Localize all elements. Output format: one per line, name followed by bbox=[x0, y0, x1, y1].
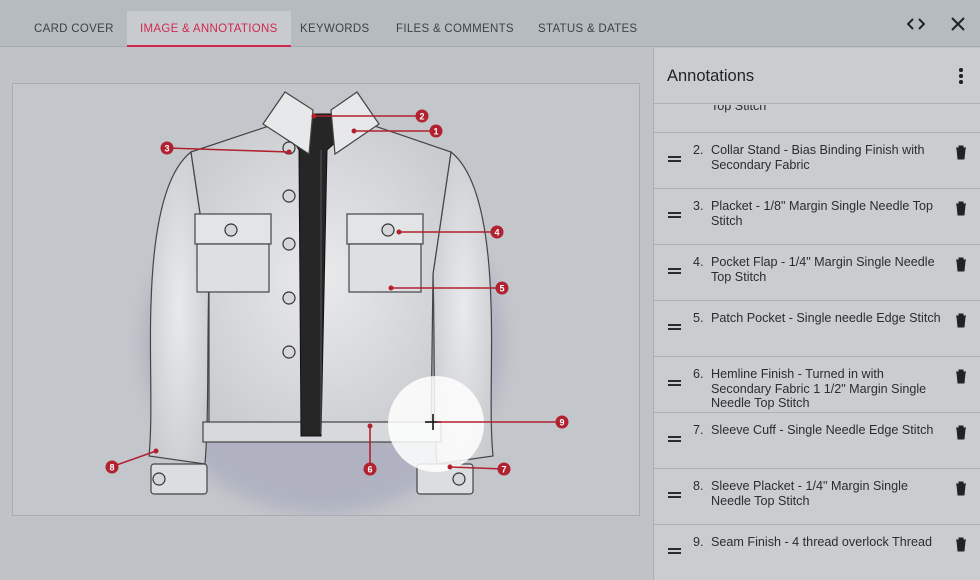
item-text: Sleeve Cuff - Single Needle Edge Stitch bbox=[711, 423, 934, 437]
marker-1[interactable]: 1 bbox=[429, 124, 443, 138]
svg-text:4: 4 bbox=[494, 228, 499, 238]
item-number: 7. bbox=[693, 423, 704, 437]
list-item[interactable]: 4. Pocket Flap - 1/4" Margin Single Need… bbox=[654, 245, 980, 301]
svg-text:9: 9 bbox=[559, 418, 564, 428]
drag-handle-icon[interactable] bbox=[668, 324, 681, 331]
drag-handle-icon[interactable] bbox=[668, 268, 681, 275]
drag-handle-icon[interactable] bbox=[668, 436, 681, 443]
svg-text:2: 2 bbox=[419, 112, 424, 122]
tab-keywords[interactable]: KEYWORDS bbox=[300, 23, 370, 35]
jacket-drawing: 1 2 3 4 5 6 7 8 9 bbox=[105, 91, 569, 514]
list-item[interactable]: 2. Collar Stand - Bias Binding Finish wi… bbox=[654, 133, 980, 189]
marker-6[interactable]: 6 bbox=[363, 462, 377, 476]
item-number: 3. bbox=[693, 199, 704, 213]
item-number: 4. bbox=[693, 255, 704, 269]
item-number: 5. bbox=[693, 311, 704, 325]
marker-2[interactable]: 2 bbox=[415, 109, 429, 123]
delete-icon[interactable] bbox=[955, 257, 967, 272]
marker-5[interactable]: 5 bbox=[495, 281, 509, 295]
tab-bar: CARD COVER IMAGE & ANNOTATIONS KEYWORDS … bbox=[0, 0, 980, 47]
delete-icon[interactable] bbox=[955, 369, 967, 384]
tab-card-cover[interactable]: CARD COVER bbox=[34, 23, 114, 35]
delete-icon[interactable] bbox=[955, 481, 967, 496]
annotation-list[interactable]: Top Stitch 2. Collar Stand - Bias Bindin… bbox=[654, 105, 980, 580]
marker-3[interactable]: 3 bbox=[160, 141, 174, 155]
partial-list-item: Top Stitch bbox=[711, 105, 767, 113]
item-number: 2. bbox=[693, 143, 704, 157]
svg-text:7: 7 bbox=[501, 465, 506, 475]
delete-icon[interactable] bbox=[955, 425, 967, 440]
tab-status-dates[interactable]: STATUS & DATES bbox=[538, 23, 638, 35]
delete-icon[interactable] bbox=[955, 313, 967, 328]
list-item[interactable]: 8. Sleeve Placket - 1/4" Margin Single N… bbox=[654, 469, 980, 525]
list-item[interactable]: 6. Hemline Finish - Turned in with Secon… bbox=[654, 357, 980, 413]
svg-text:1: 1 bbox=[433, 127, 438, 137]
more-vert-icon[interactable] bbox=[951, 65, 971, 87]
code-brackets-icon[interactable] bbox=[904, 12, 928, 36]
svg-text:8: 8 bbox=[109, 463, 114, 473]
delete-icon[interactable] bbox=[955, 537, 967, 552]
list-item[interactable]: 5. Patch Pocket - Single needle Edge Sti… bbox=[654, 301, 980, 357]
marker-7[interactable]: 7 bbox=[497, 462, 511, 476]
list-item[interactable]: 9. Seam Finish - 4 thread overlock Threa… bbox=[654, 525, 980, 580]
item-text: Patch Pocket - Single needle Edge Stitch bbox=[711, 311, 941, 325]
close-icon[interactable] bbox=[946, 12, 970, 36]
marker-8[interactable]: 8 bbox=[105, 460, 119, 474]
item-text: Placket - 1/8" Margin Single Needle Top … bbox=[711, 199, 933, 228]
item-number: 6. bbox=[693, 367, 704, 381]
item-text: Pocket Flap - 1/4" Margin Single Needle … bbox=[711, 255, 935, 284]
panel-header: Annotations bbox=[654, 48, 980, 104]
item-text: Sleeve Placket - 1/4" Margin Single Need… bbox=[711, 479, 908, 508]
drag-handle-icon[interactable] bbox=[668, 212, 681, 219]
drag-handle-icon[interactable] bbox=[668, 156, 681, 163]
item-text: Seam Finish - 4 thread overlock Thread bbox=[711, 535, 932, 549]
tab-files-comments[interactable]: FILES & COMMENTS bbox=[396, 23, 514, 35]
svg-text:3: 3 bbox=[164, 144, 169, 154]
annotations-panel: Annotations Top Stitch 2. Collar Stand -… bbox=[653, 48, 980, 580]
image-frame: 1 2 3 4 5 6 7 8 9 bbox=[12, 83, 640, 516]
panel-title: Annotations bbox=[667, 67, 755, 85]
svg-text:6: 6 bbox=[367, 465, 372, 475]
item-number: 9. bbox=[693, 535, 704, 549]
marker-9[interactable]: 9 bbox=[555, 415, 569, 429]
divider bbox=[654, 132, 980, 133]
delete-icon[interactable] bbox=[955, 145, 967, 160]
item-text: Hemline Finish - Turned in with Secondar… bbox=[711, 367, 927, 411]
list-item[interactable]: 7. Sleeve Cuff - Single Needle Edge Stit… bbox=[654, 413, 980, 469]
svg-text:5: 5 bbox=[499, 284, 504, 294]
item-number: 8. bbox=[693, 479, 704, 493]
drag-handle-icon[interactable] bbox=[668, 380, 681, 387]
item-text: Collar Stand - Bias Binding Finish with … bbox=[711, 143, 925, 172]
image-canvas-area: 1 2 3 4 5 6 7 8 9 bbox=[0, 48, 652, 580]
drag-handle-icon[interactable] bbox=[668, 548, 681, 555]
drag-handle-icon[interactable] bbox=[668, 492, 681, 499]
delete-icon[interactable] bbox=[955, 201, 967, 216]
tab-image-annotations[interactable]: IMAGE & ANNOTATIONS bbox=[127, 11, 291, 47]
list-item[interactable]: 3. Placket - 1/8" Margin Single Needle T… bbox=[654, 189, 980, 245]
marker-4[interactable]: 4 bbox=[490, 225, 504, 239]
